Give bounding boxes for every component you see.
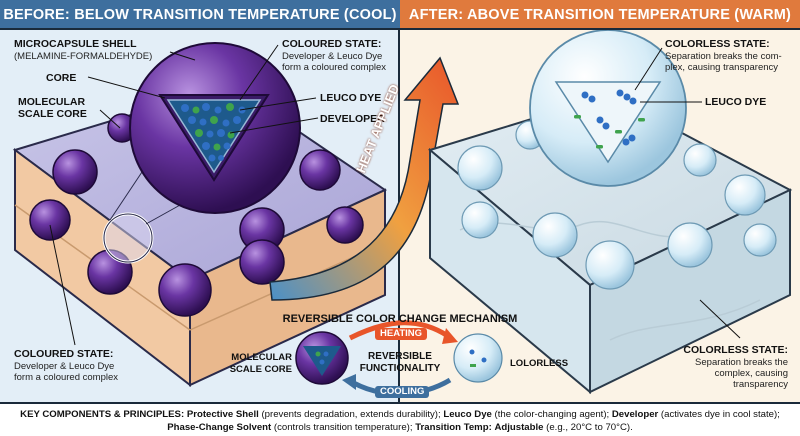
coloured-state-desc-1: Developer & Leuco Dye <box>282 51 383 62</box>
molecular-scale-core-label-1: MOLECULAR <box>18 96 86 108</box>
heat-applied-arrow <box>269 56 460 301</box>
footer-text-shell: (prevents degradation, extends durabilit… <box>258 409 444 420</box>
mechanism-left-label-2: SCALE CORE <box>229 364 292 375</box>
footer-text-solvent: (controls transition temperature); <box>271 422 416 433</box>
footer-key-temp: Transition Temp: <box>415 422 492 433</box>
colorless-state-label: COLORLESS STATE: <box>665 38 770 50</box>
footer-key-leuco: Leuco Dye <box>443 409 492 420</box>
large-colorless-capsule <box>529 29 687 187</box>
bottom-coloured-state-label: COLOURED STATE: <box>14 348 114 360</box>
bottom-coloured-desc-2: form a coloured complex <box>14 372 119 383</box>
footer-key-shell: Protective Shell <box>186 409 259 420</box>
bottom-colorless-state-label: COLORLESS STATE: <box>683 344 788 356</box>
colorless-state-desc-1: Separation breaks the com- <box>665 51 782 62</box>
bottom-colorless-desc-1: Separation breaks the <box>695 357 788 368</box>
footer-key-heading: KEY COMPONENTS & PRINCIPLES: <box>20 409 185 420</box>
large-coloured-capsule <box>129 42 301 214</box>
left-leader-lines <box>49 44 319 346</box>
footer-key-developer: Developer <box>611 409 659 420</box>
footer-text-adjustable: (e.g., 20°C to 70°C). <box>543 422 633 433</box>
right-embedded-capsules <box>457 120 777 290</box>
footer-key-solvent: Phase-Change Solvent <box>167 422 272 433</box>
bottom-colorless-desc-2: complex, causing <box>714 368 788 379</box>
bottom-coloured-desc-1: Developer & Leuco Dye <box>14 361 115 372</box>
mechanism-title: REVERSIBLE COLOR CHANGE MECHANISM <box>282 313 518 325</box>
footer-key-adjustable: Adjustable <box>494 422 544 433</box>
shell-label: MICROCAPSULE SHELL <box>14 38 137 50</box>
cooling-label: COOLING <box>375 386 430 398</box>
key-components-footer: KEY COMPONENTS & PRINCIPLES: Protective … <box>0 402 800 436</box>
leuco-dye-label-right: LEUCO DYE <box>705 96 767 108</box>
molecular-scale-core-label-2: SCALE CORE <box>18 108 87 120</box>
right-leader-lines <box>634 47 741 339</box>
footer-text-leuco: (the color-changing agent); <box>491 409 612 420</box>
coloured-core-molecules <box>181 103 246 162</box>
diagram-illustration <box>12 29 793 397</box>
colorless-core-molecules <box>574 89 645 149</box>
heating-label: HEATING <box>375 328 428 340</box>
leuco-dye-label-left: LEUCO DYE <box>320 92 382 104</box>
coloured-state-label: COLOURED STATE: <box>282 38 382 50</box>
developer-label: DEVELOPER <box>320 113 385 125</box>
shell-material-label: (MELAMINE-FORMALDEHYDE) <box>14 51 153 62</box>
reversible-label-1: REVERSIBLE <box>368 351 432 362</box>
mechanism-cycle <box>295 320 503 397</box>
before-header: BEFORE: BELOW TRANSITION TEMPERATURE (CO… <box>0 0 400 30</box>
after-header: AFTER: ABOVE TRANSITION TEMPERATURE (WAR… <box>400 0 800 30</box>
mechanism-left-label-1: MOLECULAR <box>231 352 292 363</box>
reversible-label-2: FUNCTIONALITY <box>359 363 441 374</box>
bottom-colorless-desc-3: transparency <box>733 379 788 390</box>
footer-text-developer: (activates dye in cool state); <box>658 409 780 420</box>
mechanism-right-label: LOLORLESS <box>510 358 569 369</box>
coloured-state-desc-2: form a coloured complex <box>282 62 387 73</box>
core-label: CORE <box>46 72 77 84</box>
colorless-state-desc-2: plex, causing transparency <box>665 62 779 73</box>
